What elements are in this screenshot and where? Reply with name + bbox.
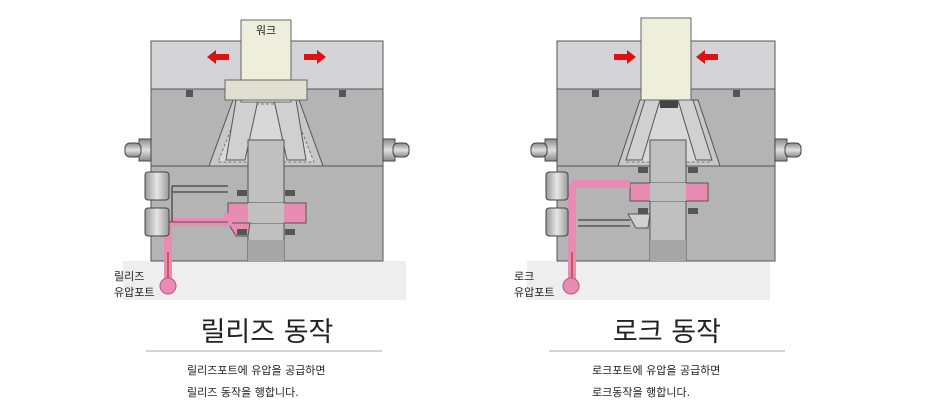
lock-arrow-right xyxy=(696,50,718,64)
side-fitting-left xyxy=(124,138,152,162)
port-plug-lower xyxy=(545,207,569,237)
release-port-marker xyxy=(159,277,177,295)
lock-title: 로크 동작 xyxy=(613,317,721,348)
port-plug-upper xyxy=(144,171,170,201)
release-unit xyxy=(123,19,410,300)
lock-port-label-2: 유압포트 xyxy=(514,286,554,299)
release-arrow-right xyxy=(304,50,326,64)
side-fitting-left xyxy=(530,138,558,162)
lock-unit xyxy=(527,17,802,300)
release-title: 릴리즈 동작 xyxy=(201,317,334,348)
lock-arrow-left xyxy=(614,50,636,64)
work-label: 워크 xyxy=(256,24,276,37)
lock-port-marker xyxy=(562,277,580,295)
lock-desc-2: 로크동작을 행합니다. xyxy=(592,386,690,399)
release-desc-1: 릴리즈포트에 유압을 공급하면 xyxy=(187,363,326,377)
port-plug-upper xyxy=(545,171,569,201)
release-port-label-1: 릴리즈 xyxy=(114,270,144,283)
lock-port-label-1: 로크 xyxy=(514,270,534,283)
lock-desc-1: 로크포트에 유압을 공급하면 xyxy=(592,363,720,377)
side-fitting-right xyxy=(382,138,410,162)
release-desc-2: 릴리즈 동작을 행합니다. xyxy=(187,386,299,399)
port-plug-lower xyxy=(144,207,170,237)
work-piece xyxy=(640,17,692,101)
release-port-label-2: 유압포트 xyxy=(114,286,154,299)
side-fitting-right xyxy=(774,138,802,162)
base-plate xyxy=(527,261,770,300)
release-arrow-left xyxy=(207,50,229,64)
